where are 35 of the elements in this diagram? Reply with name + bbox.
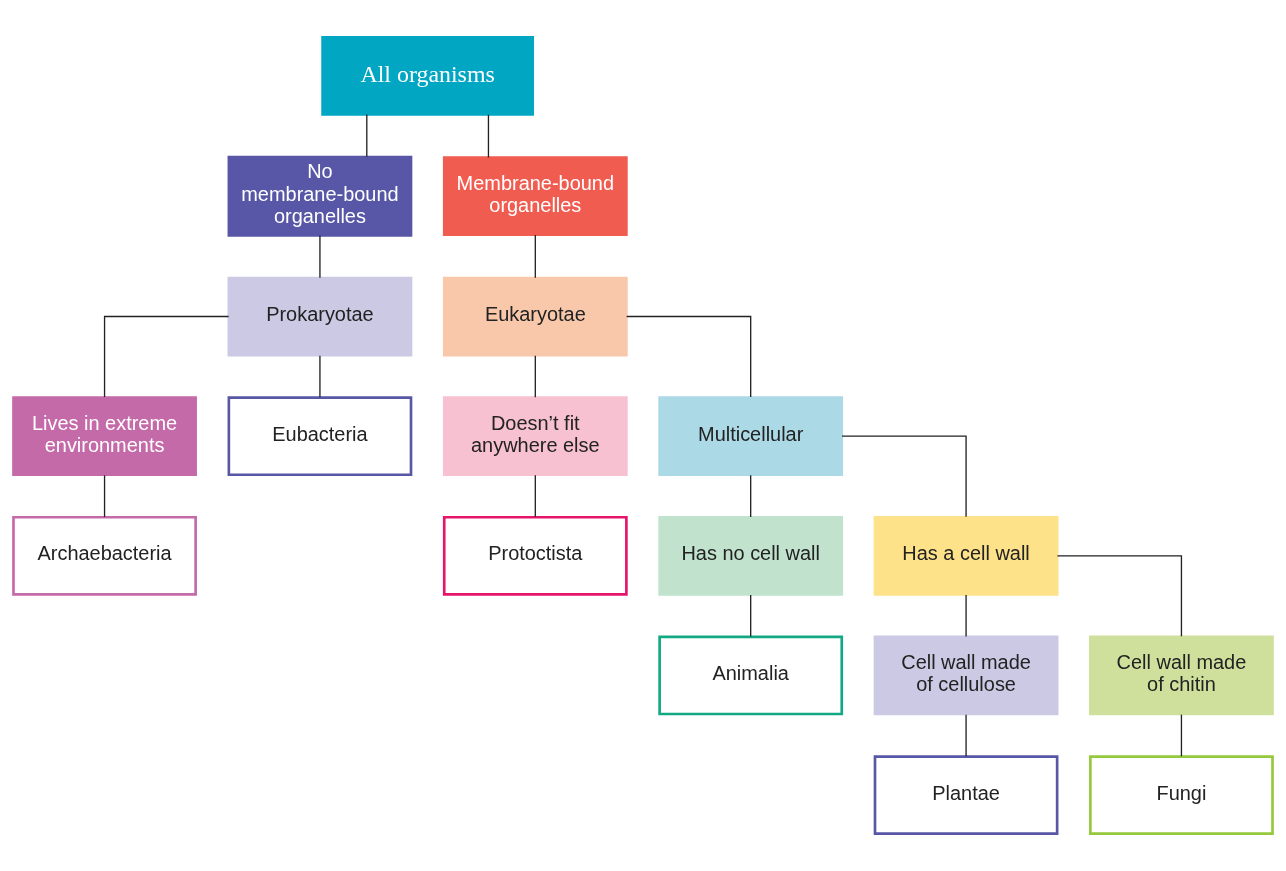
node-box: Eukaryotae xyxy=(442,276,628,357)
node-box: All organisms xyxy=(321,36,534,116)
node-box: Eubacteria xyxy=(227,396,413,477)
node-box: Prokaryotae xyxy=(227,276,413,357)
node-box: Cell wall made of chitin xyxy=(1089,635,1274,716)
connector xyxy=(534,234,536,279)
node-box: Lives in extreme environments xyxy=(12,396,197,477)
connector xyxy=(366,113,368,158)
connector xyxy=(534,474,536,518)
node-box: Fungi xyxy=(1089,755,1274,835)
connector xyxy=(319,355,321,398)
connector xyxy=(487,113,490,159)
connector xyxy=(965,594,967,638)
node-box: Membrane-bound organelles xyxy=(442,156,628,237)
connector xyxy=(1180,714,1183,757)
connector xyxy=(750,474,752,518)
node-box: Doesn’t fit anywhere else xyxy=(442,396,628,477)
connector xyxy=(626,315,752,398)
connector xyxy=(750,594,752,638)
connector xyxy=(319,234,321,279)
connector xyxy=(1056,555,1183,637)
connector xyxy=(534,355,536,398)
node-box: Protoctista xyxy=(442,515,628,596)
connector xyxy=(965,714,967,757)
connector xyxy=(841,435,967,518)
node-box: Cell wall made of cellulose xyxy=(873,635,1059,716)
node-box: Animalia xyxy=(658,635,844,716)
node-box: No membrane-bound organelles xyxy=(227,155,413,237)
connector xyxy=(103,474,106,518)
node-box: Multicellular xyxy=(658,396,844,477)
node-box: Archaebacteria xyxy=(12,515,197,596)
connector xyxy=(103,315,230,398)
node-box: Plantae xyxy=(873,755,1059,835)
node-box: Has a cell wall xyxy=(873,515,1059,596)
node-box: Has no cell wall xyxy=(658,515,844,596)
